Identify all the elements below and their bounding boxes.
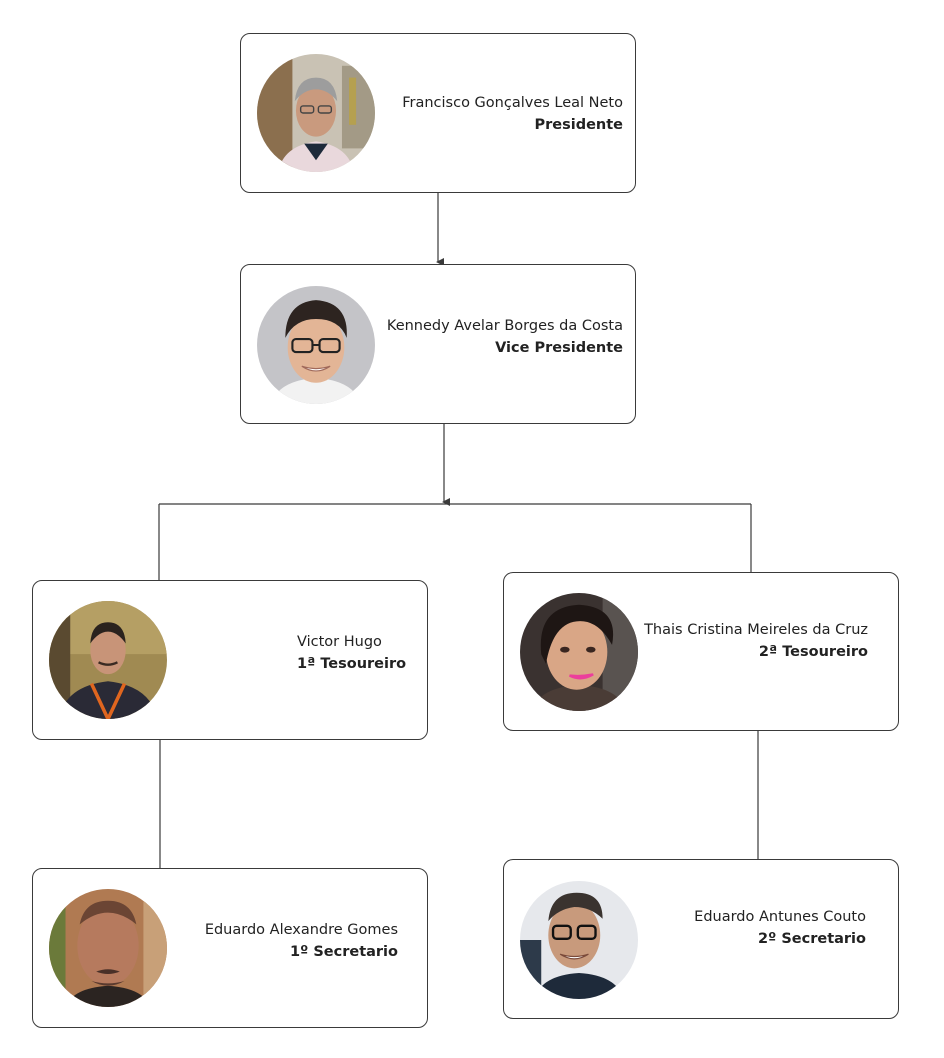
photo-icon: [49, 601, 167, 719]
member-role: 1º Secretario: [290, 944, 398, 960]
photo-icon: [520, 881, 638, 999]
member-card-secretario-2: Eduardo Antunes Couto 2º Secretario: [503, 859, 899, 1019]
member-name: Eduardo Alexandre Gomes: [204, 922, 398, 938]
member-card-tesoureiro-2: Thais Cristina Meireles da Cruz 2ª Tesou…: [503, 572, 899, 731]
photo-icon: [520, 593, 638, 711]
member-role: 1ª Tesoureiro: [297, 656, 407, 672]
member-name: Kennedy Avelar Borges da Costa: [386, 318, 623, 334]
member-name: Eduardo Antunes Couto: [694, 909, 866, 925]
photo-icon: [257, 286, 375, 404]
member-name: Thais Cristina Meireles da Cruz: [644, 622, 868, 638]
member-role: 2ª Tesoureiro: [758, 644, 868, 660]
member-info: Kennedy Avelar Borges da Costa Vice Pres…: [387, 315, 623, 359]
member-card-vice-presidente: Kennedy Avelar Borges da Costa Vice Pres…: [240, 264, 636, 424]
member-role: Presidente: [534, 117, 623, 133]
member-role: 2º Secretario: [758, 931, 866, 947]
member-card-presidente: Francisco Gonçalves Leal Neto Presidente: [240, 33, 636, 193]
photo-icon: [49, 889, 167, 1007]
member-info: Thais Cristina Meireles da Cruz 2ª Tesou…: [644, 619, 868, 663]
member-info: Eduardo Antunes Couto 2º Secretario: [694, 906, 866, 950]
member-card-secretario-1: Eduardo Alexandre Gomes 1º Secretario: [32, 868, 428, 1028]
member-info: Eduardo Alexandre Gomes 1º Secretario: [205, 919, 398, 963]
member-role: Vice Presidente: [495, 340, 623, 356]
photo-icon: [257, 54, 375, 172]
member-info: Francisco Gonçalves Leal Neto Presidente: [402, 92, 623, 136]
member-name: Victor Hugo: [297, 634, 382, 650]
member-info: Victor Hugo 1ª Tesoureiro: [297, 631, 406, 675]
member-name: Francisco Gonçalves Leal Neto: [402, 95, 623, 111]
member-card-tesoureiro-1: Victor Hugo 1ª Tesoureiro: [32, 580, 428, 740]
